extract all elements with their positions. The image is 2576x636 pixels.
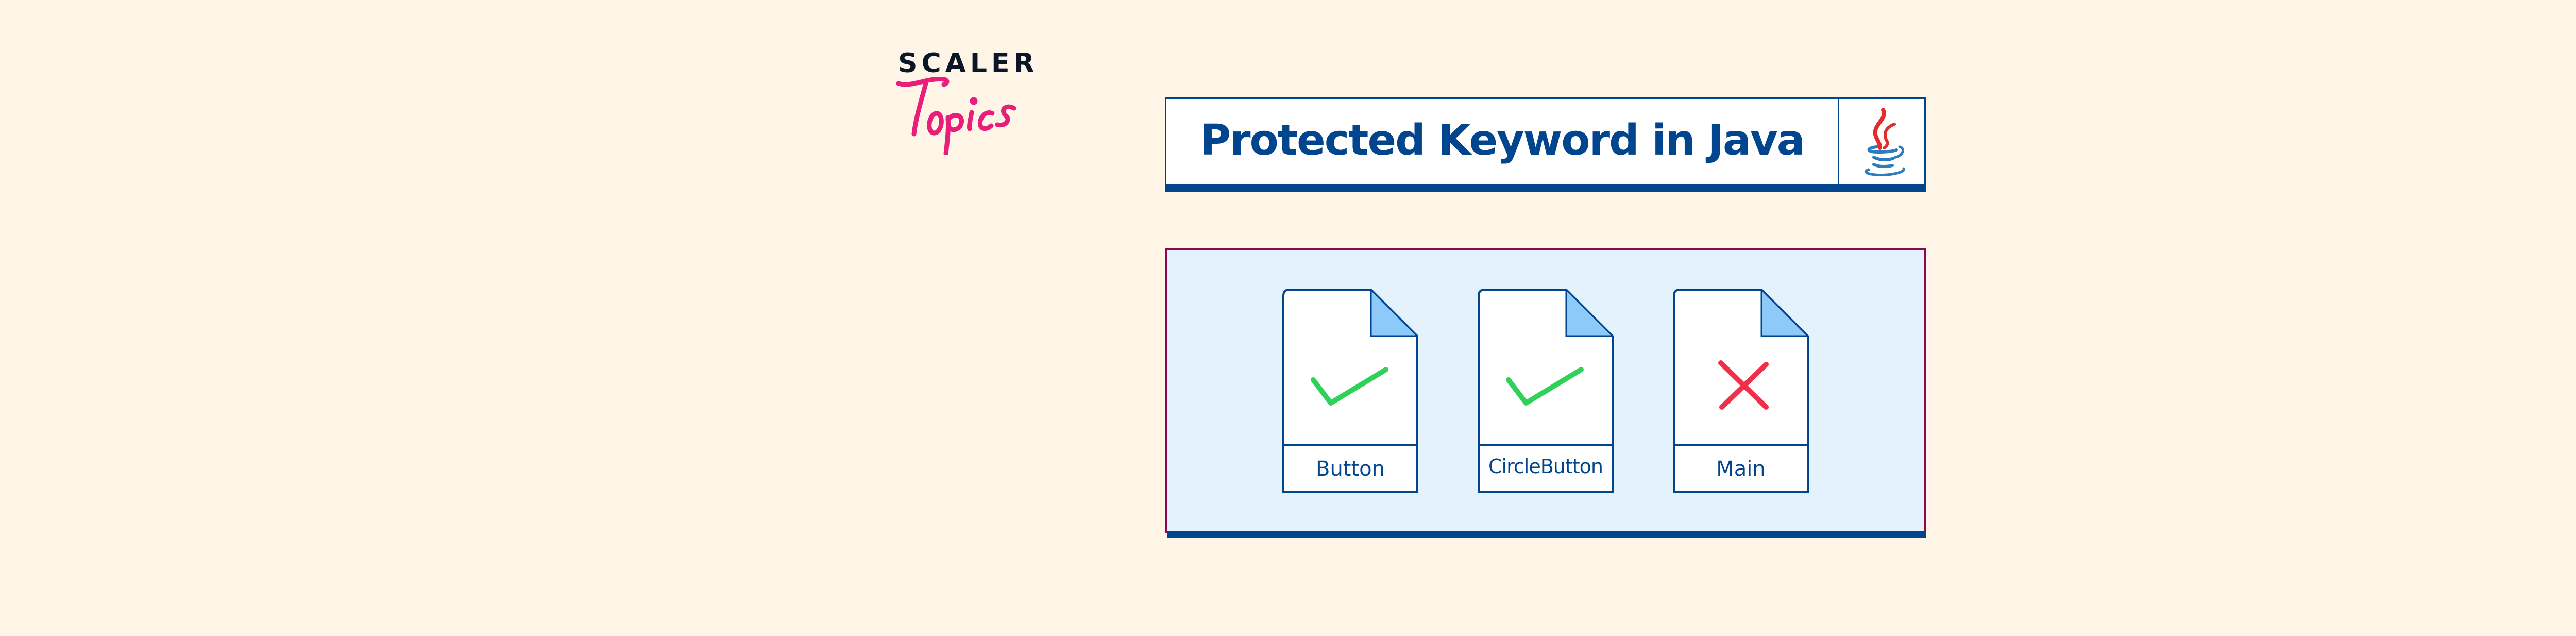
cross-icon [1718, 360, 1769, 410]
page-title: Protected Keyword in Java [1200, 116, 1805, 165]
file-card-button: Button [1282, 289, 1418, 493]
title-underline-bar [1165, 185, 1926, 192]
file-icon [1673, 289, 1809, 493]
file-icon [1478, 289, 1614, 493]
title-banner: Protected Keyword in Java [1165, 97, 1926, 192]
file-label: Button [1316, 457, 1385, 481]
file-label: CircleButton [1488, 455, 1603, 478]
diagram-underline-bar [1167, 532, 1926, 538]
access-diagram: Button CircleButton Main [1165, 248, 1926, 538]
file-card-main: Main [1673, 289, 1809, 493]
file-label: Main [1716, 457, 1766, 481]
title-panel: Protected Keyword in Java [1165, 97, 1839, 186]
check-icon [1311, 367, 1388, 406]
file-icon [1282, 289, 1418, 493]
check-icon [1506, 367, 1584, 406]
java-logo-panel [1838, 97, 1926, 186]
java-coffee-cup-icon [1864, 108, 1905, 176]
diagram-panel: Button CircleButton Main [1165, 248, 1926, 533]
logo-topics-script [896, 77, 1016, 155]
file-card-circlebutton: CircleButton [1478, 289, 1614, 493]
logo-brand-text: SCALER [898, 48, 1039, 79]
scaler-topics-logo: SCALER [896, 49, 1035, 157]
